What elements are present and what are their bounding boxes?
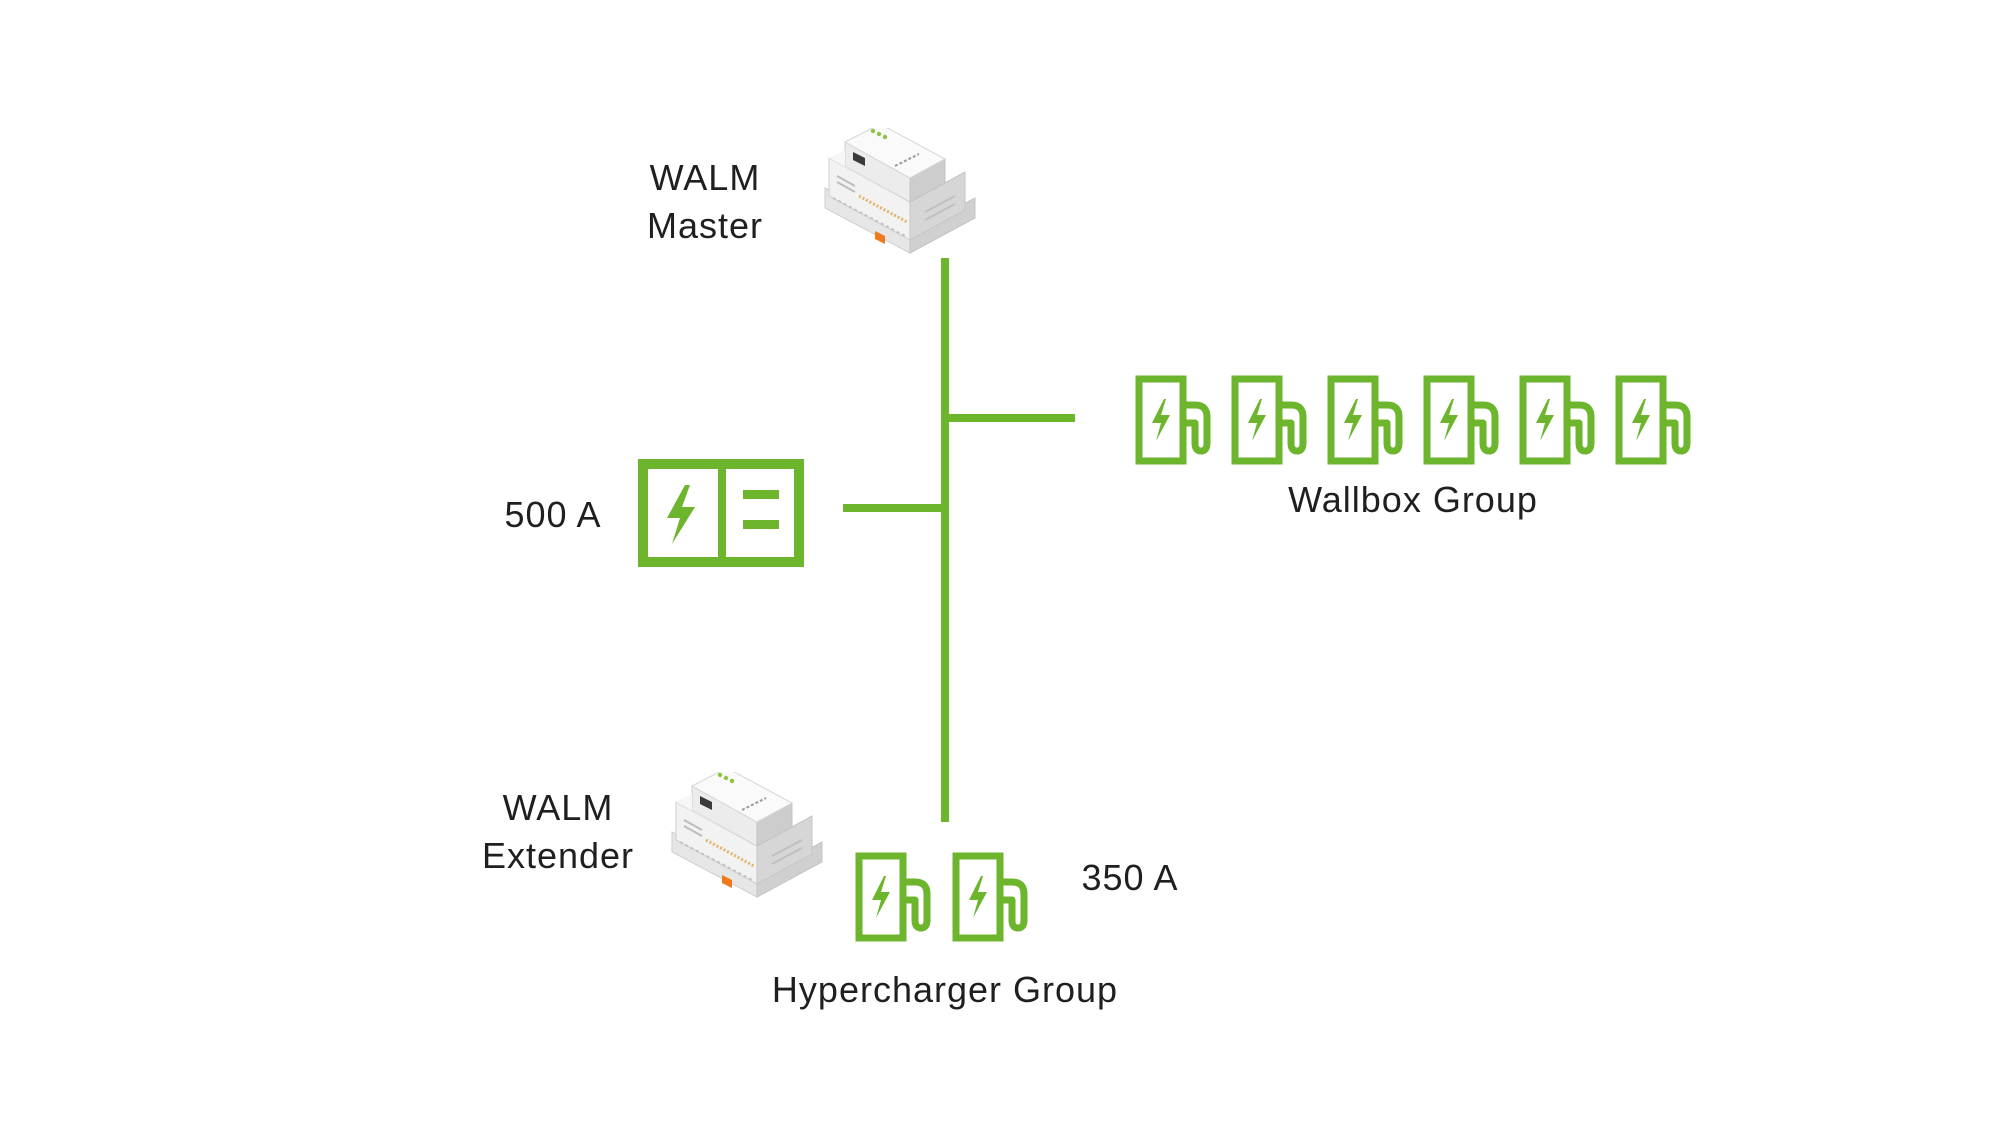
wallbox-charger-icon xyxy=(1427,379,1495,461)
walm-master-node: WALM Master xyxy=(647,128,977,255)
energy-meter-node: 500 A xyxy=(504,459,804,567)
wallbox-charger-icon xyxy=(1619,379,1687,461)
walm-master-label-line2: Master xyxy=(647,205,763,246)
hypercharger-group-label: Hypercharger Group xyxy=(772,969,1118,1010)
walm-master-label-line1: WALM xyxy=(650,157,761,198)
wallbox-charger-icon xyxy=(1139,379,1207,461)
wallbox-group-label: Wallbox Group xyxy=(1288,479,1538,520)
walm-extender-node: WALM Extender xyxy=(482,772,824,899)
wallbox-group-node: Wallbox Group xyxy=(1139,379,1687,520)
energy-meter-icon xyxy=(638,459,804,567)
hypercharger-icon xyxy=(956,856,1024,938)
walm-extender-label-line1: WALM xyxy=(503,787,614,828)
walm-controller-icon xyxy=(670,772,824,899)
wallbox-charger-icon xyxy=(1523,379,1591,461)
wallbox-charger-icon xyxy=(1331,379,1399,461)
hypercharger-group-node: 350 A Hypercharger Group xyxy=(772,856,1178,1010)
walm-extender-label-line2: Extender xyxy=(482,835,634,876)
walm-controller-icon xyxy=(823,128,977,255)
wallbox-charger-icon xyxy=(1235,379,1303,461)
hypercharger-icon xyxy=(859,856,927,938)
hypercharger-current-label: 350 A xyxy=(1081,857,1178,898)
meter-current-label: 500 A xyxy=(504,494,601,535)
